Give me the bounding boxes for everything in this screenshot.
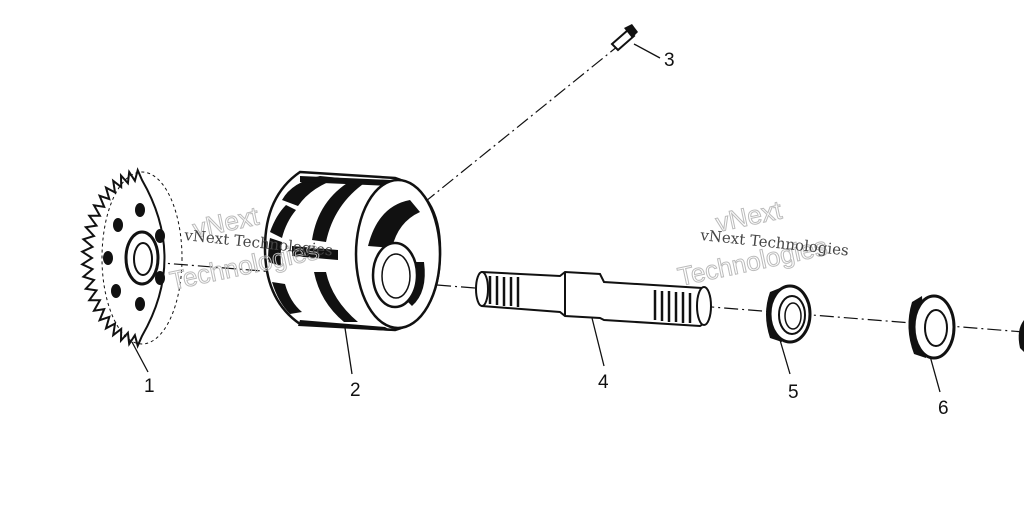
leader-lines — [131, 43, 941, 393]
bolt-axis-line — [404, 45, 619, 219]
seal-inner — [924, 309, 948, 347]
part-3-bolt[interactable] — [610, 24, 638, 52]
callout-3: 3 — [664, 50, 675, 71]
part-6-seal[interactable] — [908, 294, 956, 360]
sprocket-rim-shadow — [101, 171, 183, 345]
drum-bore-inner — [381, 253, 411, 299]
leader-6 — [929, 355, 941, 393]
callout-2: 2 — [350, 380, 361, 401]
callout-4: 4 — [598, 372, 609, 393]
bolt-head — [624, 24, 638, 38]
shaft-end-left — [475, 271, 489, 307]
sprocket-bore — [133, 242, 153, 276]
callout-5: 5 — [788, 382, 799, 403]
part-1-sprocket[interactable] — [80, 167, 183, 349]
drum-bands — [268, 176, 392, 331]
shaft-end-right — [696, 286, 712, 326]
part-4-shaft[interactable] — [475, 270, 712, 328]
bearing-bore — [784, 302, 802, 330]
callout-labels: 1 2 3 4 5 6 — [144, 50, 949, 419]
part-2-drum[interactable] — [263, 170, 442, 332]
leader-3 — [633, 43, 661, 59]
partial-part-right-edge — [1018, 320, 1024, 352]
callout-1: 1 — [144, 376, 155, 397]
shaft-splines — [488, 276, 692, 323]
callout-6: 6 — [938, 398, 949, 419]
watermark-right: vNext Technologies vNext Technologies — [675, 194, 850, 292]
leader-1 — [131, 341, 149, 373]
sprocket-bolt-holes — [103, 203, 165, 311]
part-5-bearing[interactable] — [766, 284, 812, 344]
leader-5 — [779, 339, 791, 375]
leader-4 — [591, 317, 605, 367]
leader-2 — [344, 327, 353, 375]
drum-face-cam — [368, 200, 420, 248]
